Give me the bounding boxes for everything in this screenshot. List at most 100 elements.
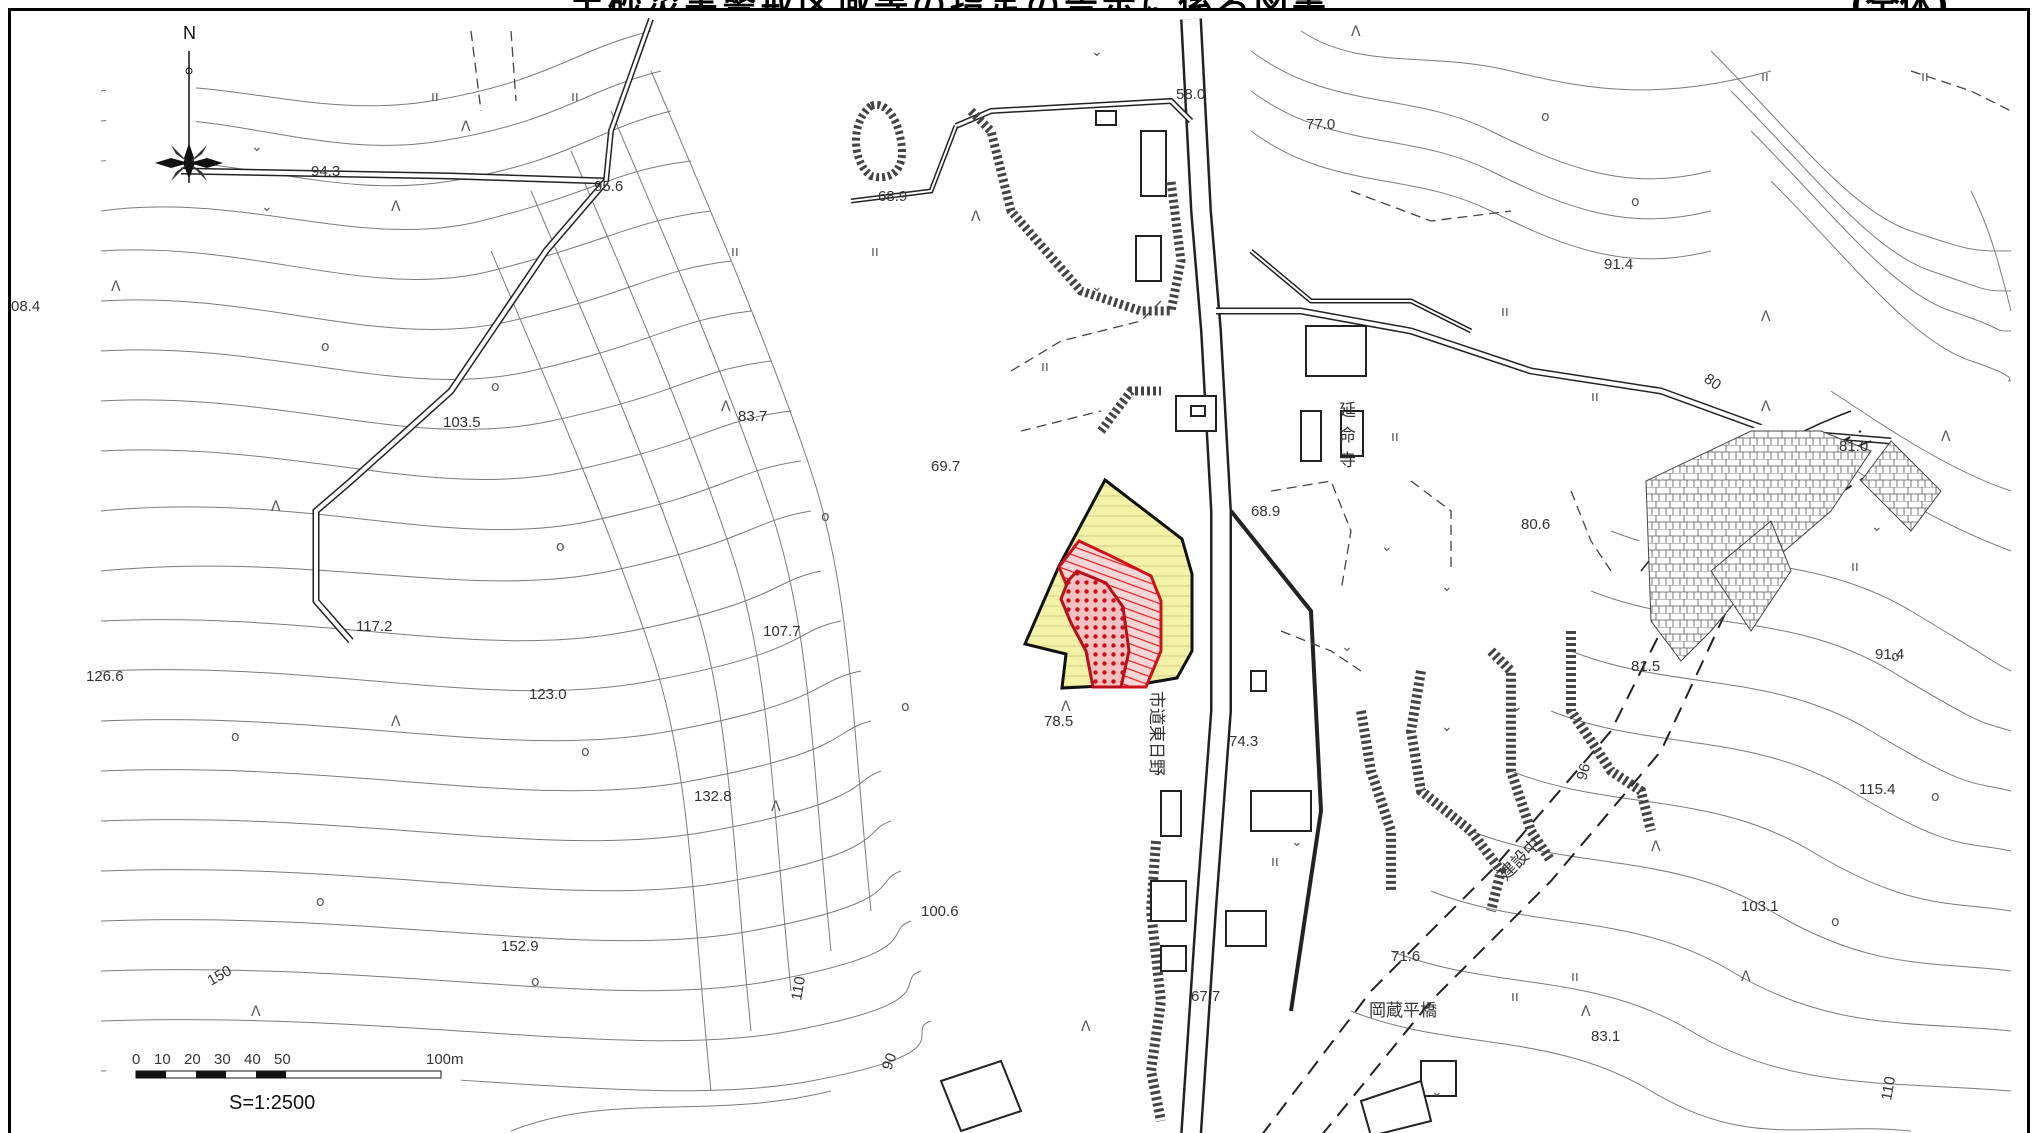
elevation-e7: 08.4 bbox=[11, 298, 40, 315]
svg-text:Λ: Λ bbox=[111, 279, 121, 295]
elevation-e14: 117.2 bbox=[356, 618, 392, 635]
svg-text:ıı: ıı bbox=[1921, 69, 1929, 85]
scale-tick-30: 30 bbox=[214, 1051, 231, 1068]
elevation-e12: 80.6 bbox=[1521, 516, 1550, 533]
elevation-e18: 78.5 bbox=[1044, 713, 1073, 730]
svg-text:ıı: ıı bbox=[871, 244, 879, 260]
elevation-e17: 123.0 bbox=[529, 686, 567, 703]
elevation-e11: 68.9 bbox=[1251, 503, 1280, 520]
svg-text:ıı: ıı bbox=[731, 244, 739, 260]
svg-text:Λ: Λ bbox=[1351, 24, 1361, 40]
elevation-e24: 103.1 bbox=[1741, 898, 1779, 915]
svg-text:o: o bbox=[1891, 649, 1900, 665]
contour-label-150: 150 bbox=[205, 962, 235, 989]
svg-text:Λ: Λ bbox=[461, 119, 471, 135]
elevation-e28: 83.1 bbox=[1591, 1028, 1620, 1045]
svg-text:Λ: Λ bbox=[1761, 309, 1771, 325]
svg-text:ıı: ıı bbox=[431, 89, 439, 105]
svg-text:ıı: ıı bbox=[1591, 389, 1599, 405]
svg-text:⌄: ⌄ bbox=[1431, 1084, 1443, 1100]
special-warning-zone-red-dotted[interactable] bbox=[1059, 569, 1131, 689]
svg-text:o: o bbox=[901, 699, 910, 715]
scale-tick-50: 50 bbox=[274, 1051, 291, 1068]
scale-tick-40: 40 bbox=[244, 1051, 261, 1068]
svg-text:Λ: Λ bbox=[1061, 699, 1071, 715]
contour-lines bbox=[100, 30, 2012, 1132]
svg-text:Λ: Λ bbox=[1941, 429, 1951, 445]
contour-label-80: 80 bbox=[1701, 370, 1724, 393]
elevation-e5: 77.0 bbox=[1306, 116, 1335, 133]
temple-label-1: 延 bbox=[1339, 401, 1356, 421]
scale-ratio: S=1:2500 bbox=[229, 1092, 315, 1114]
svg-text:o: o bbox=[1541, 109, 1550, 125]
svg-text:ıı: ıı bbox=[1571, 969, 1579, 985]
elevation-e10: 69.7 bbox=[931, 458, 960, 475]
scale-tick-0: 0 bbox=[132, 1051, 140, 1068]
svg-text:⌄: ⌄ bbox=[1441, 719, 1453, 735]
elevation-e15: 107.7 bbox=[763, 623, 801, 640]
scale-bar: 0 10 20 30 40 50 100m S=1:2500 bbox=[106, 1041, 464, 1133]
svg-text:⌄: ⌄ bbox=[1341, 639, 1353, 655]
svg-text:Λ: Λ bbox=[271, 499, 281, 515]
svg-text:Λ: Λ bbox=[1651, 839, 1661, 855]
svg-text:⌄: ⌄ bbox=[1291, 834, 1303, 850]
svg-text:o: o bbox=[821, 509, 830, 525]
contour-label-90: 90 bbox=[879, 1051, 901, 1072]
svg-text:⌄: ⌄ bbox=[1871, 519, 1883, 535]
svg-text:Λ: Λ bbox=[391, 199, 401, 215]
svg-text:ıı: ıı bbox=[1511, 989, 1519, 1005]
svg-text:o: o bbox=[581, 744, 590, 760]
north-arrow-icon: N bbox=[155, 23, 223, 183]
svg-text:o: o bbox=[1631, 194, 1640, 210]
elevation-e19: 81.5 bbox=[1631, 658, 1660, 675]
bridge-label: 岡蔵平橋 bbox=[1369, 1001, 1437, 1021]
svg-text:ıı: ıı bbox=[1271, 854, 1279, 870]
svg-text:ıı: ıı bbox=[1761, 69, 1769, 85]
elevation-labels: 94.3 95.6 68.9 58.0 77.0 91.4 08.4 103.5… bbox=[11, 86, 1904, 1045]
elevation-e21: 132.8 bbox=[694, 788, 732, 805]
scale-tick-20: 20 bbox=[184, 1051, 201, 1068]
temple-label-2: 命 bbox=[1339, 426, 1356, 446]
temple-label-3: 寺 bbox=[1339, 451, 1356, 471]
svg-text:⌄: ⌄ bbox=[1091, 44, 1103, 60]
svg-text:o: o bbox=[1931, 789, 1940, 805]
svg-text:⌄: ⌄ bbox=[1091, 279, 1103, 295]
parcel-boundaries bbox=[470, 30, 2012, 672]
svg-text:ıı: ıı bbox=[1851, 559, 1859, 575]
roads bbox=[180, 17, 1892, 1133]
svg-text:Λ: Λ bbox=[251, 1004, 261, 1020]
elevation-e6: 91.4 bbox=[1604, 256, 1633, 273]
elevation-e16: 126.6 bbox=[86, 668, 124, 685]
svg-text:Λ: Λ bbox=[971, 209, 981, 225]
svg-text:⌄: ⌄ bbox=[251, 139, 263, 155]
svg-text:o: o bbox=[491, 379, 500, 395]
elevation-e22: 115.4 bbox=[1859, 781, 1895, 798]
contour-label-96: 96 bbox=[1573, 762, 1594, 783]
elevation-e26: 71.6 bbox=[1391, 948, 1420, 965]
svg-text:ıı: ıı bbox=[571, 89, 579, 105]
elevation-e4: 58.0 bbox=[1176, 86, 1205, 103]
svg-text:ıı: ıı bbox=[1501, 304, 1509, 320]
retaining-walls bbox=[852, 100, 1942, 1122]
svg-text:o: o bbox=[321, 339, 330, 355]
elevation-e20: 91.4 bbox=[1875, 646, 1904, 663]
svg-text:Λ: Λ bbox=[391, 714, 401, 730]
svg-text:Λ: Λ bbox=[771, 799, 781, 815]
buildings bbox=[939, 110, 1457, 1133]
svg-text:⌄: ⌄ bbox=[1381, 539, 1393, 555]
elevation-e3: 68.9 bbox=[878, 188, 907, 205]
svg-text:o: o bbox=[1831, 914, 1840, 930]
svg-text:Λ: Λ bbox=[1581, 1004, 1591, 1020]
scale-end-label: 100m bbox=[426, 1051, 464, 1068]
elevation-e23: 100.6 bbox=[921, 903, 959, 920]
svg-text:Λ: Λ bbox=[1741, 969, 1751, 985]
elevation-e2: 95.6 bbox=[594, 178, 623, 195]
contour-value-labels: 150 110 90 96 80 110 bbox=[205, 370, 1900, 1101]
elevation-e1: 94.3 bbox=[311, 163, 340, 180]
svg-text:ıı: ıı bbox=[1391, 429, 1399, 445]
svg-text:o: o bbox=[531, 974, 540, 990]
svg-text:Λ: Λ bbox=[721, 399, 731, 415]
